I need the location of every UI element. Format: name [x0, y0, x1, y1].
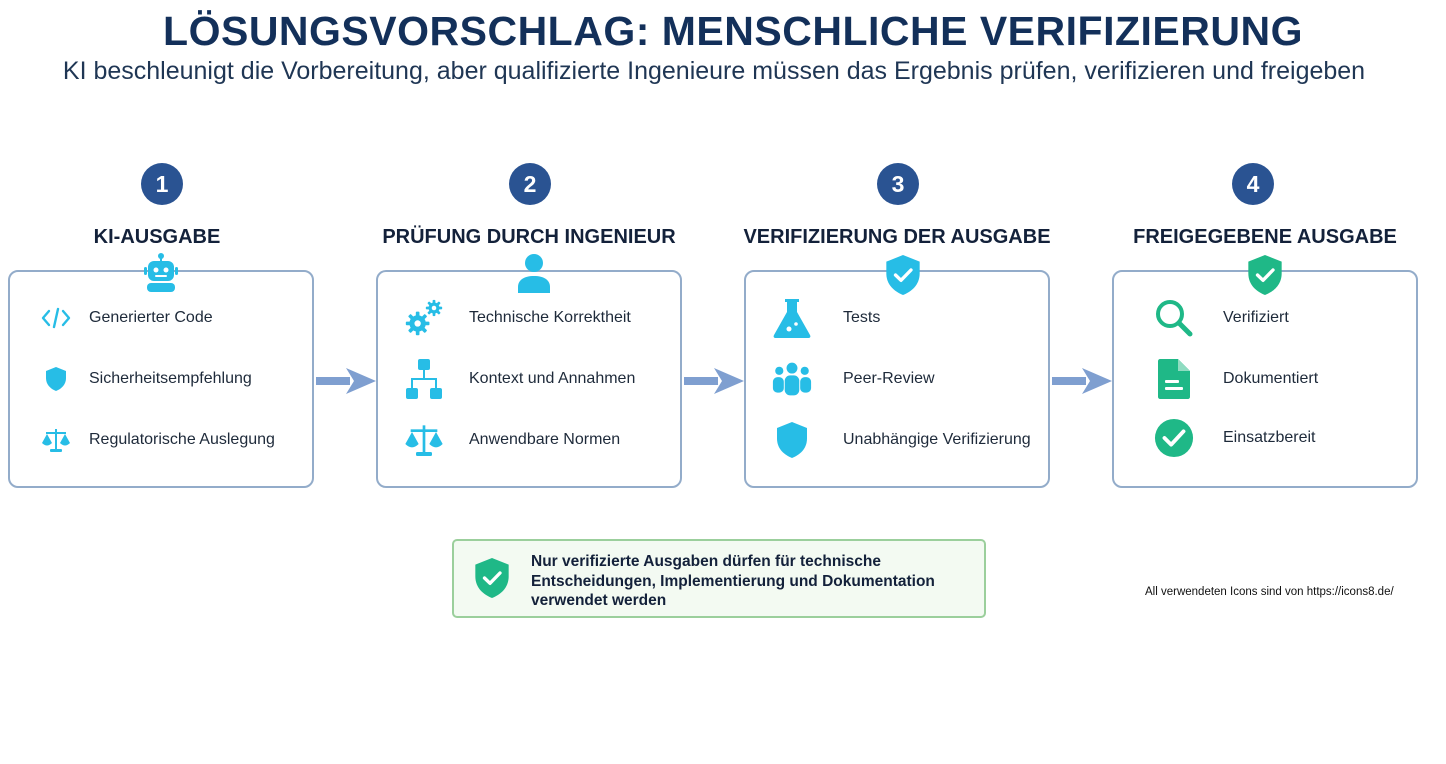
verification-note-text: Nur verifizierte Ausgaben dürfen für tec… — [531, 553, 935, 609]
person-icon — [516, 253, 552, 298]
step-4-number: 4 — [1232, 163, 1274, 205]
hierarchy-icon — [404, 359, 444, 399]
check-circle-icon — [1154, 418, 1194, 458]
step-1-item-3: Regulatorische Auslegung — [36, 420, 275, 460]
step-2-item-2: Kontext und Annahmen — [404, 359, 635, 399]
step-2-number: 2 — [509, 163, 551, 205]
document-icon — [1154, 359, 1194, 399]
arrow-3-to-4 — [1052, 368, 1114, 399]
step-2-title: PRÜFUNG DURCH INGENIEUR — [382, 226, 676, 248]
shield-check-icon — [1245, 253, 1285, 302]
arrow-2-to-3 — [684, 368, 746, 399]
step-4-title: FREIGEGEBENE AUSGABE — [1133, 226, 1397, 248]
verification-note: Nur verifizierte Ausgaben dürfen für tec… — [452, 539, 986, 618]
step-4-item-1-label: Verifiziert — [1223, 309, 1289, 326]
code-icon — [36, 298, 76, 338]
step-2-item-3-label: Anwendbare Normen — [469, 431, 621, 448]
step-1-item-1: Generierter Code — [36, 298, 213, 338]
step-1-title: KI-AUSGABE — [93, 226, 221, 248]
robot-icon — [143, 253, 179, 298]
step-1-item-1-label: Generierter Code — [89, 309, 213, 326]
shield-icon — [36, 359, 76, 399]
icons-credit: All verwendeten Icons sind von https://i… — [1145, 586, 1394, 598]
flask-icon — [772, 298, 812, 338]
step-3-item-2: Peer-Review — [772, 359, 935, 399]
step-2-item-1: Technische Korrektheit — [404, 298, 631, 338]
step-3-item-3: Unabhängige Verifizierung — [772, 420, 1031, 460]
step-1-item-2-label: Sicherheitsempfehlung — [89, 370, 252, 387]
shield-check-icon — [472, 555, 512, 606]
step-3-item-2-label: Peer-Review — [843, 370, 935, 387]
page-subtitle: KI beschleunigt die Vorbereitung, aber q… — [62, 57, 1366, 85]
step-1-item-3-label: Regulatorische Auslegung — [89, 431, 275, 448]
step-1-card: Generierter Code Sicherheitsempfehlung R… — [8, 270, 314, 488]
step-4-card: Verifiziert Dokumentiert Einsatzbereit — [1112, 270, 1418, 488]
step-4-item-1: Verifiziert — [1154, 298, 1289, 338]
step-4-item-3: Einsatzbereit — [1154, 418, 1316, 458]
step-1-number: 1 — [141, 163, 183, 205]
step-3-item-1: Tests — [772, 298, 880, 338]
step-3-number: 3 — [877, 163, 919, 205]
magnifier-icon — [1154, 298, 1194, 338]
step-3-item-3-label: Unabhängige Verifizierung — [843, 431, 1031, 448]
gears-icon — [404, 298, 444, 338]
arrow-1-to-2 — [316, 368, 378, 399]
step-2-item-2-label: Kontext und Annahmen — [469, 370, 636, 387]
step-2-card: Technische Korrektheit Kontext und Annah… — [376, 270, 682, 488]
group-icon — [772, 359, 812, 399]
step-3-title: VERIFIZIERUNG DER AUSGABE — [743, 226, 1051, 248]
step-2-item-1-label: Technische Korrektheit — [469, 309, 631, 326]
step-2-item-3: Anwendbare Normen — [404, 420, 620, 460]
step-4-item-3-label: Einsatzbereit — [1223, 429, 1316, 446]
step-4-item-2-label: Dokumentiert — [1223, 370, 1319, 387]
scales-icon — [404, 420, 444, 460]
scales-icon — [36, 420, 76, 460]
shield-check-icon — [883, 253, 923, 302]
page-title: LÖSUNGSVORSCHLAG: MENSCHLICHE VERIFIZIER… — [163, 8, 1303, 54]
step-3-item-1-label: Tests — [843, 309, 881, 326]
step-3-card: Tests Peer-Review Unabhängige Verifizier… — [744, 270, 1050, 488]
shield-icon — [772, 420, 812, 460]
step-1-item-2: Sicherheitsempfehlung — [36, 359, 252, 399]
step-4-item-2: Dokumentiert — [1154, 359, 1318, 399]
